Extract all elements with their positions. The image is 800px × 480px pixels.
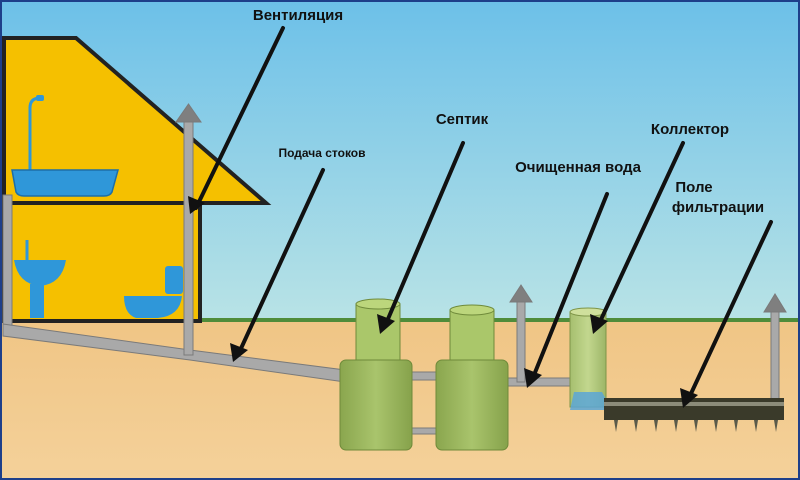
vent-cap <box>175 103 202 123</box>
house <box>2 36 272 323</box>
shower-icon <box>28 95 44 172</box>
outlet-pipe <box>504 377 581 387</box>
septic-arrow <box>377 141 465 334</box>
treated-water-arrow <box>524 192 609 388</box>
collector-well <box>569 307 612 410</box>
arrows <box>188 26 773 408</box>
filtration-field <box>604 398 784 432</box>
left-riser-pipe <box>2 194 13 331</box>
collector-arrow <box>590 141 685 334</box>
septic-tank-2 <box>435 304 509 451</box>
label-treated-water: Очищенная вода <box>515 159 641 176</box>
septic-vent-cap <box>509 284 533 303</box>
sink-icon <box>14 240 66 318</box>
field-vent-cap <box>763 293 787 313</box>
label-septic: Септик <box>436 111 489 128</box>
label-filtration-field-line2: фильтрации <box>672 199 764 216</box>
field-vent-pipe <box>770 309 780 411</box>
vent-pipe <box>183 119 194 356</box>
label-collector: Коллектор <box>651 121 729 138</box>
bathtub-icon <box>11 169 119 197</box>
label-filtration-field-line1: Поле <box>675 179 712 196</box>
toilet-icon <box>124 266 183 318</box>
drain-supply-arrow <box>230 168 325 362</box>
ventilation-arrow <box>188 26 285 214</box>
filtration-field-arrow <box>680 220 773 408</box>
label-drain-supply: Подача стоков <box>278 146 365 160</box>
grass-line <box>195 318 800 322</box>
septic-tank-1 <box>339 298 413 451</box>
label-ventilation: Вентиляция <box>253 7 343 24</box>
septic-vent-pipe <box>516 299 526 383</box>
